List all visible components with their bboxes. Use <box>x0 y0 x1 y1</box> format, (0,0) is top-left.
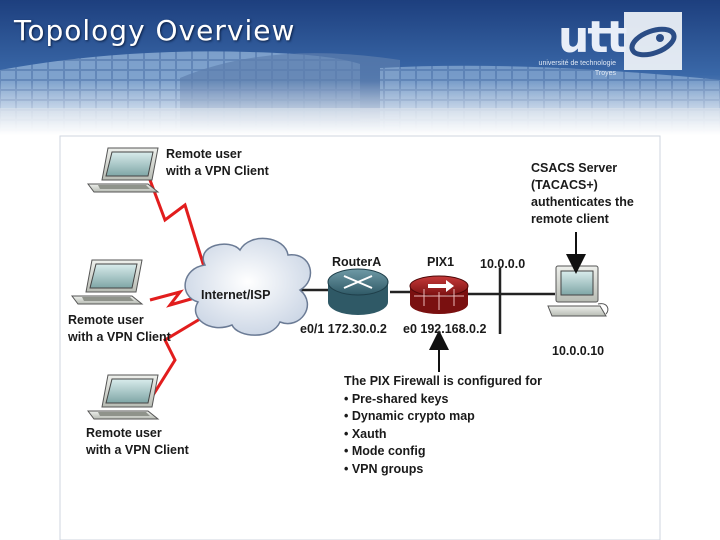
pix-config-item: • Mode config <box>344 444 425 458</box>
header-banner: Topology Overview utt université de tech… <box>0 0 720 135</box>
remote2-label-line2: with a VPN Client <box>67 330 172 344</box>
csacs-label-line4: remote client <box>531 212 610 226</box>
pix-config-item: • Pre-shared keys <box>344 392 448 406</box>
laptop-remote2-icon <box>71 259 144 305</box>
pix-config-item: • Xauth <box>344 427 387 441</box>
logo-subtitle: université de technologie <box>538 60 616 67</box>
server-ip-label: 10.0.0.10 <box>552 344 604 358</box>
laptop-remote3-icon <box>87 374 160 420</box>
router-icon <box>327 268 389 315</box>
cloud-label: Internet/ISP <box>201 288 270 302</box>
remote1-label-line1: Remote user <box>166 147 242 161</box>
diagram-frame <box>59 135 661 540</box>
banner-building-image <box>0 0 720 135</box>
pix-interface-label: e0 192.168.0.2 <box>403 322 486 336</box>
csacs-label-line1: CSACS Server <box>531 161 617 175</box>
inside-network-label: 10.0.0.0 <box>480 257 525 271</box>
pix-config-item: • VPN groups <box>344 462 423 476</box>
logo-city: Troyes <box>594 70 616 77</box>
pix-label: PIX1 <box>427 255 454 269</box>
internet-cloud-icon <box>184 237 312 336</box>
csacs-server-icon <box>547 265 609 317</box>
serial-links <box>148 179 216 401</box>
serial-link-remote3 <box>148 308 216 401</box>
serial-link-remote2 <box>149 289 206 308</box>
serial-link-remote1 <box>148 179 207 271</box>
remote1-label-line2: with a VPN Client <box>165 164 270 178</box>
pix-config-heading: The PIX Firewall is configured for <box>344 374 542 388</box>
utt-logo: utt université de technologie Troyes <box>512 10 712 80</box>
remote3-label-line1: Remote user <box>86 426 162 440</box>
router-label: RouterA <box>332 255 381 269</box>
logo-wordmark: utt <box>558 12 627 63</box>
slide-title: Topology Overview <box>14 14 296 47</box>
remote3-label-line2: with a VPN Client <box>85 443 190 457</box>
csacs-label-line2: (TACACS+) <box>531 178 598 192</box>
remote2-label-line1: Remote user <box>68 313 144 327</box>
utt-logo-mark-icon <box>624 12 682 70</box>
csacs-label-line3: authenticates the <box>531 195 634 209</box>
laptop-remote1-icon <box>87 147 160 193</box>
pix-config-item: • Dynamic crypto map <box>344 409 475 423</box>
router-interface-label: e0/1 172.30.0.2 <box>300 322 387 336</box>
pix-firewall-icon <box>409 275 469 314</box>
